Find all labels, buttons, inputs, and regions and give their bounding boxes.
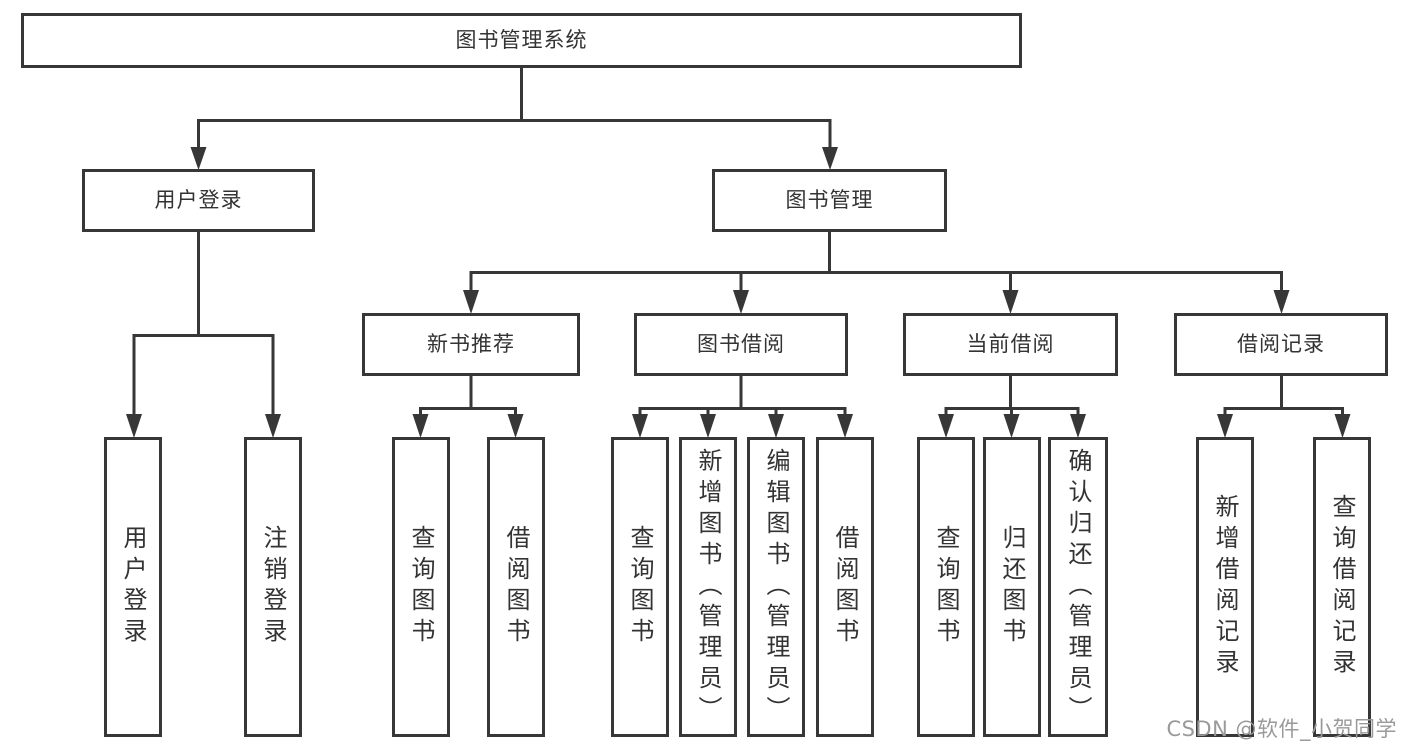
node-root-system: 图书管理系统 [21,13,1022,68]
leaf-query-borrow-record-label: 查询借阅记录 [1328,494,1356,680]
connector-current-to-leaves [938,375,1086,438]
leaf-add-books-admin: 新增图书（管理员） [679,437,737,737]
node-root-label: 图书管理系统 [455,28,588,52]
connector-newbook-to-leaves [412,375,524,438]
connector-borrow-to-leaves [632,375,853,438]
node-borrow-records-label: 借阅记录 [1237,332,1325,356]
leaf-query-books-newbook: 查询图书 [392,437,450,737]
leaf-confirm-return-admin: 确认归还（管理员） [1048,437,1108,737]
node-book-management-label: 图书管理 [785,188,874,212]
leaf-logout: 注销登录 [244,437,302,737]
leaf-query-books-borrow: 查询图书 [611,437,669,737]
csdn-watermark: CSDN @软件_小贺同学 [1166,717,1397,741]
leaf-edit-books-admin: 编辑图书（管理员） [747,437,805,737]
node-new-book-recommend-label: 新书推荐 [427,332,515,356]
leaf-logout-label: 注销登录 [259,525,287,649]
leaf-edit-books-admin-label: 编辑图书（管理员） [762,447,790,727]
connector-record-to-leaves [1217,375,1351,438]
connector-root-to-level2 [190,67,838,170]
leaf-borrow-books: 借阅图书 [816,437,874,737]
leaf-return-books-label: 归还图书 [998,525,1026,649]
leaf-borrow-books-newbook: 借阅图书 [487,437,545,737]
node-book-management: 图书管理 [712,169,947,232]
connector-user-login-to-leaves [126,231,281,438]
node-user-login-label: 用户登录 [154,188,243,212]
node-book-borrow-label: 图书借阅 [697,332,785,356]
connector-book-mgmt-to-level3 [463,231,1290,314]
leaf-query-books-borrow-label: 查询图书 [626,525,654,649]
leaf-query-books-current: 查询图书 [917,437,975,737]
leaf-borrow-books-newbook-label: 借阅图书 [502,525,530,649]
leaf-add-borrow-record: 新增借阅记录 [1196,437,1254,737]
node-book-borrow: 图书借阅 [634,313,848,376]
leaf-confirm-return-admin-label: 确认归还（管理员） [1064,447,1092,727]
leaf-query-books-newbook-label: 查询图书 [407,525,435,649]
leaf-add-books-admin-label: 新增图书（管理员） [694,447,722,727]
node-borrow-records: 借阅记录 [1174,313,1388,376]
node-current-borrow: 当前借阅 [903,313,1118,376]
leaf-add-borrow-record-label: 新增借阅记录 [1211,494,1239,680]
leaf-return-books: 归还图书 [983,437,1041,737]
node-new-book-recommend: 新书推荐 [362,313,580,376]
leaf-user-login: 用户登录 [104,437,162,737]
node-user-login: 用户登录 [82,169,315,232]
leaf-query-books-current-label: 查询图书 [932,525,960,649]
leaf-query-borrow-record: 查询借阅记录 [1313,437,1371,737]
leaf-borrow-books-label: 借阅图书 [831,525,859,649]
leaf-user-login-label: 用户登录 [119,525,147,649]
node-current-borrow-label: 当前借阅 [966,332,1055,356]
